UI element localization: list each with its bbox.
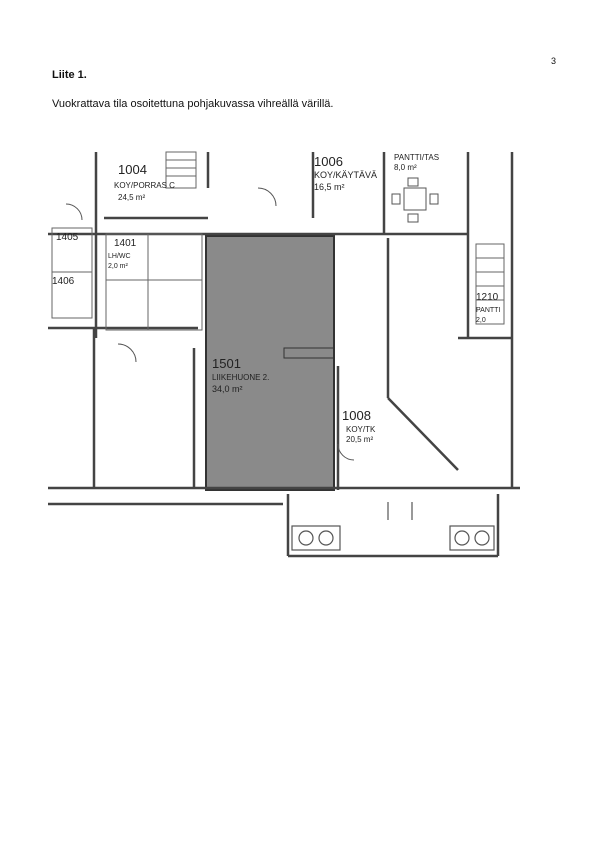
room-label-1210: 1210 PANTTI 2,0 bbox=[476, 292, 500, 324]
fixtures-bottom bbox=[291, 502, 495, 551]
svg-text:8,0 m²: 8,0 m² bbox=[394, 163, 417, 172]
svg-text:34,0 m²: 34,0 m² bbox=[212, 384, 243, 394]
room-label-1008: 1008 KOY/TK 20,5 m² bbox=[342, 408, 376, 444]
door-swings bbox=[65, 187, 355, 461]
stairs-right bbox=[475, 243, 505, 325]
svg-text:LH/WC: LH/WC bbox=[108, 253, 131, 260]
svg-text:1004: 1004 bbox=[118, 162, 147, 177]
leased-room-highlight bbox=[205, 235, 335, 491]
stairs-1004 bbox=[165, 151, 197, 189]
floor-plan: 1004 KOY/PORRAS C 24,5 m² 1006 KOY/KÄYTÄ… bbox=[48, 148, 520, 564]
room-label-1004: 1004 KOY/PORRAS C 24,5 m² bbox=[114, 162, 175, 202]
room-label-1406: 1406 bbox=[52, 276, 75, 287]
svg-text:1501: 1501 bbox=[212, 356, 241, 371]
bar-element bbox=[283, 347, 335, 359]
table-with-chairs bbox=[391, 177, 439, 223]
room-label-1405: 1405 bbox=[56, 232, 79, 243]
svg-text:1401: 1401 bbox=[114, 238, 137, 249]
svg-text:1008: 1008 bbox=[342, 408, 371, 423]
svg-text:KOY/KÄYTÄVÄ: KOY/KÄYTÄVÄ bbox=[314, 170, 377, 180]
room-label-1006: 1006 KOY/KÄYTÄVÄ 16,5 m² bbox=[314, 154, 377, 192]
floor-plan-drawing: 1004 KOY/PORRAS C 24,5 m² 1006 KOY/KÄYTÄ… bbox=[48, 151, 520, 558]
svg-text:1006: 1006 bbox=[314, 154, 343, 169]
svg-text:PANTTI/TAS: PANTTI/TAS bbox=[394, 153, 439, 162]
appendix-caption: Vuokrattava tila osoitettuna pohjakuvass… bbox=[52, 98, 334, 110]
svg-text:1405: 1405 bbox=[56, 232, 79, 243]
svg-text:1406: 1406 bbox=[52, 276, 75, 287]
svg-text:16,5 m²: 16,5 m² bbox=[314, 182, 345, 192]
small-rooms bbox=[51, 227, 203, 331]
room-label-1501: 1501 LIIKEHUONE 2. 34,0 m² bbox=[212, 356, 269, 394]
svg-text:PANTTI: PANTTI bbox=[476, 307, 500, 314]
svg-text:KOY/TK: KOY/TK bbox=[346, 425, 376, 434]
svg-text:1210: 1210 bbox=[476, 292, 499, 303]
svg-text:2,0: 2,0 bbox=[476, 317, 486, 324]
page-number: 3 bbox=[550, 56, 556, 66]
room-label-pantti: PANTTI/TAS 8,0 m² bbox=[394, 153, 439, 172]
svg-text:24,5 m²: 24,5 m² bbox=[118, 193, 145, 202]
svg-text:LIIKEHUONE 2.: LIIKEHUONE 2. bbox=[212, 373, 269, 382]
svg-text:2,0 m²: 2,0 m² bbox=[108, 263, 129, 270]
svg-text:20,5 m²: 20,5 m² bbox=[346, 435, 373, 444]
svg-text:KOY/PORRAS C: KOY/PORRAS C bbox=[114, 181, 175, 190]
appendix-heading: Liite 1. bbox=[52, 69, 87, 81]
walls bbox=[48, 152, 520, 558]
room-label-1401: 1401 LH/WC 2,0 m² bbox=[108, 238, 137, 270]
